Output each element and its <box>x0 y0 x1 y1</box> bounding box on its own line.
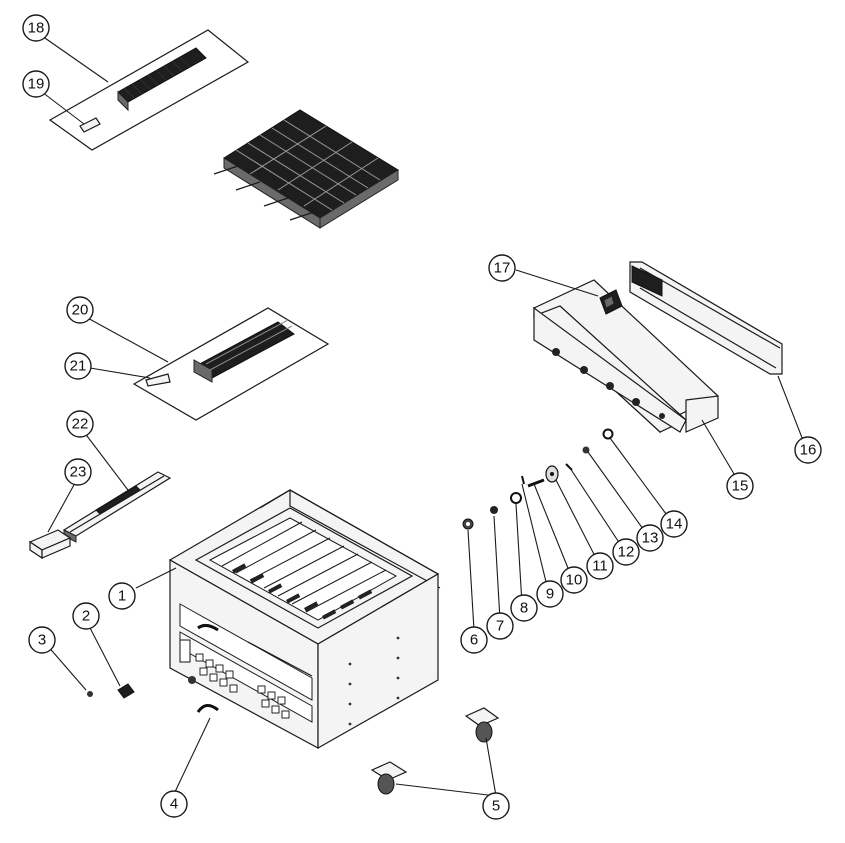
part-1-cabinet <box>168 489 441 750</box>
part-17-switch <box>599 289 623 315</box>
part-13-nut <box>582 446 590 454</box>
large-heating-grate <box>213 109 399 229</box>
svg-text:21: 21 <box>70 358 87 375</box>
part-8-ring <box>510 492 522 504</box>
part-20-heating-element-sheet <box>132 307 330 421</box>
callout-5: 5 <box>482 792 510 820</box>
small-hardware <box>462 428 614 530</box>
callout-6: 6 <box>460 626 488 654</box>
svg-text:2: 2 <box>82 608 90 625</box>
callout-12: 12 <box>612 538 640 566</box>
grate-pins <box>213 165 315 221</box>
part-7-washer <box>490 506 498 514</box>
svg-text:1: 1 <box>118 588 126 605</box>
svg-text:12: 12 <box>618 544 635 561</box>
leader-lines <box>41 35 807 797</box>
callout-23: 23 <box>64 458 92 486</box>
svg-text:22: 22 <box>72 416 89 433</box>
part-16-back-panel <box>629 261 783 375</box>
svg-text:14: 14 <box>666 516 683 533</box>
part-4-handle <box>196 704 219 713</box>
callout-7: 7 <box>486 612 514 640</box>
callout-11: 11 <box>586 552 614 580</box>
svg-text:4: 4 <box>170 796 178 813</box>
callout-18: 18 <box>22 14 50 42</box>
part-5-caster-a <box>370 761 408 795</box>
svg-text:15: 15 <box>732 478 749 495</box>
svg-text:23: 23 <box>70 464 87 481</box>
svg-text:16: 16 <box>800 442 817 459</box>
svg-text:17: 17 <box>494 260 511 277</box>
part-3-plug <box>87 691 93 697</box>
callout-10: 10 <box>560 566 588 594</box>
callout-14: 14 <box>660 510 688 538</box>
callout-22: 22 <box>66 410 94 438</box>
part-22-rail <box>62 471 172 543</box>
svg-text:13: 13 <box>642 530 659 547</box>
callout-4: 4 <box>160 790 188 818</box>
part-23-block <box>28 529 72 560</box>
svg-text:9: 9 <box>546 586 554 603</box>
svg-text:18: 18 <box>28 20 45 37</box>
part-9-pin <box>521 475 525 485</box>
callout-1: 1 <box>108 582 136 610</box>
callout-20: 20 <box>66 296 94 324</box>
callout-17: 17 <box>488 254 516 282</box>
svg-text:10: 10 <box>566 572 583 589</box>
svg-text:6: 6 <box>470 632 478 649</box>
svg-text:11: 11 <box>592 558 608 575</box>
part-6-nut <box>462 518 474 530</box>
part-14-nut <box>602 428 614 440</box>
svg-text:3: 3 <box>38 632 46 649</box>
part-2-fitting <box>117 683 135 699</box>
svg-text:5: 5 <box>492 798 500 815</box>
callout-21: 21 <box>64 352 92 380</box>
svg-text:7: 7 <box>496 618 504 635</box>
callout-13: 13 <box>636 524 664 552</box>
svg-text:20: 20 <box>72 302 89 319</box>
callout-16: 16 <box>794 436 822 464</box>
callout-9: 9 <box>536 580 564 608</box>
callout-2: 2 <box>72 602 100 630</box>
part-10-bolt <box>527 478 545 488</box>
callout-15: 15 <box>726 472 754 500</box>
callout-8: 8 <box>510 594 538 622</box>
callout-3: 3 <box>28 626 56 654</box>
svg-text:19: 19 <box>28 76 45 93</box>
part-5-caster-b <box>464 707 500 743</box>
svg-text:8: 8 <box>520 600 528 617</box>
part-18-heating-element-sheet <box>48 29 250 151</box>
part-11-washer <box>545 465 559 483</box>
callout-19: 19 <box>22 70 50 98</box>
part-15-control-box <box>532 279 720 434</box>
